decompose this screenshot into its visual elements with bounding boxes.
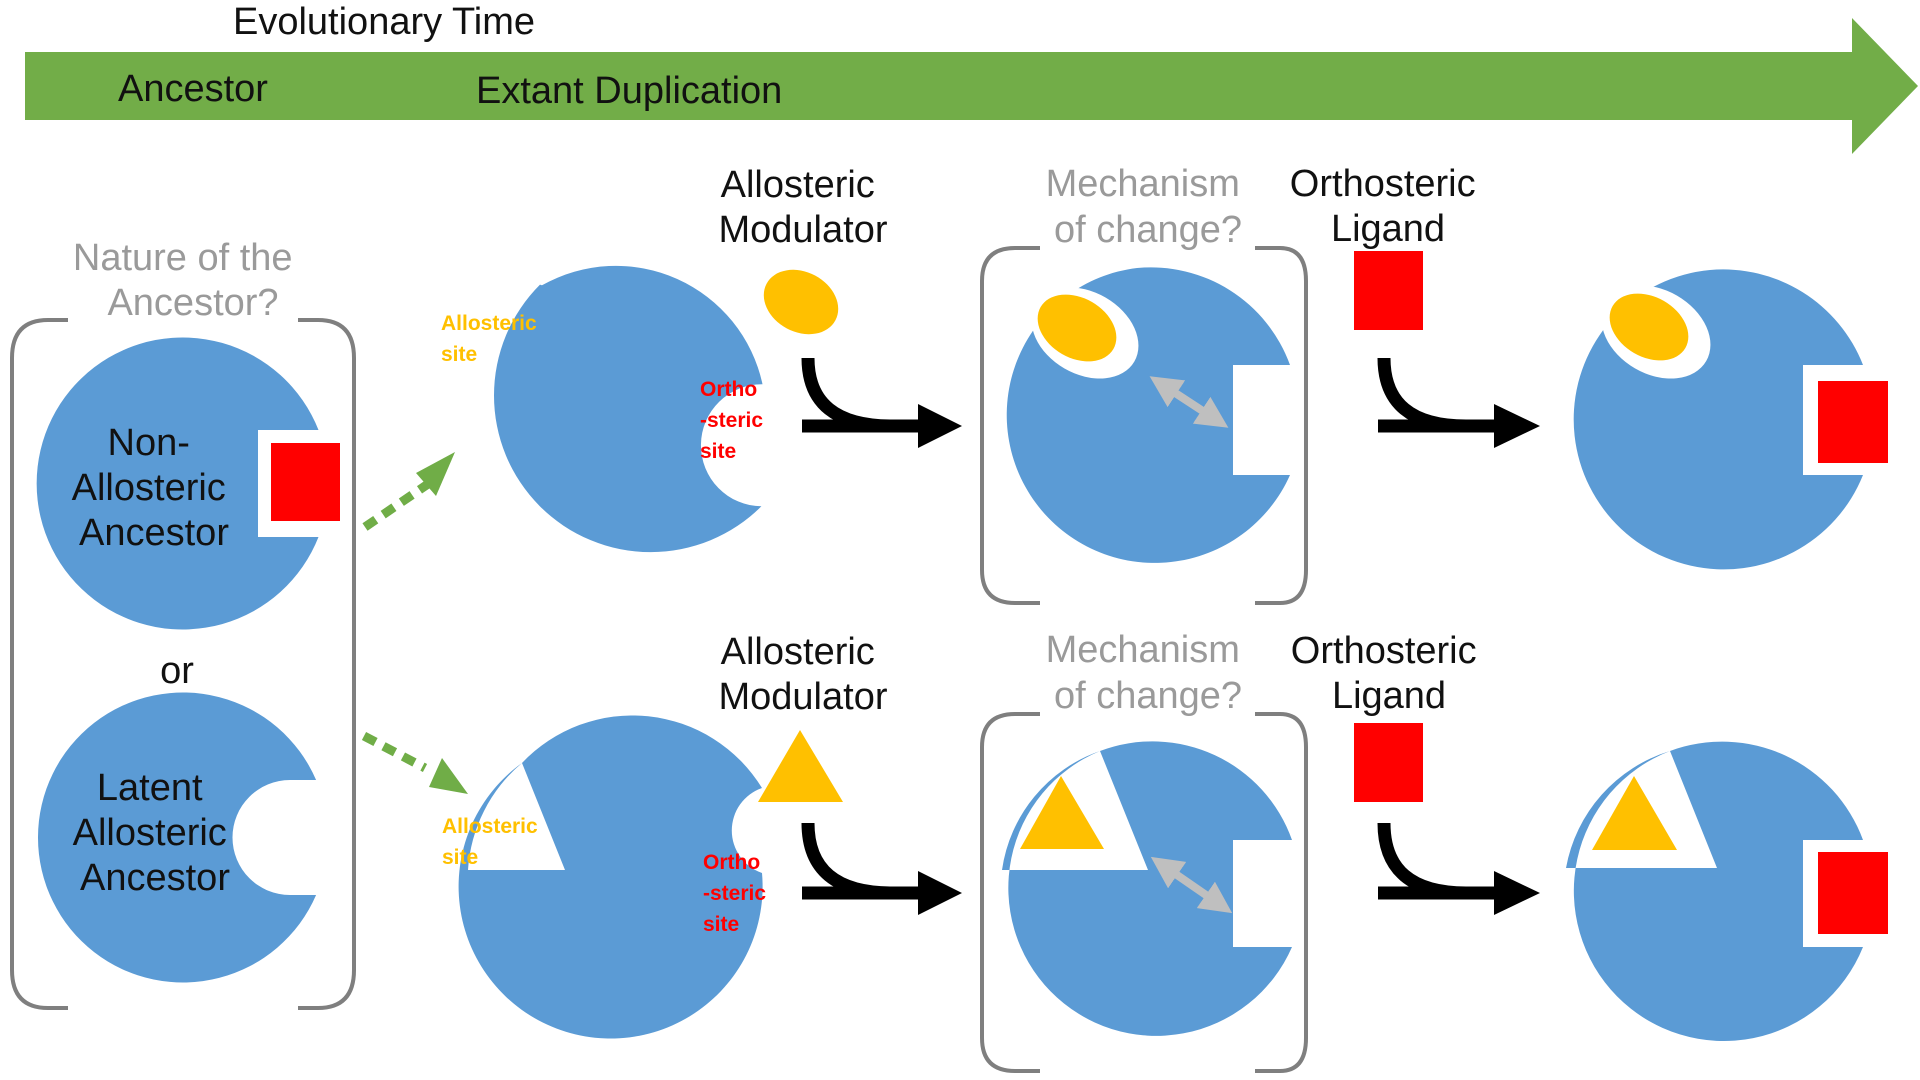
row-2: Allosteric site Ortho -steric site Allos… bbox=[442, 629, 1888, 1073]
row2-intermediate-protein bbox=[1002, 741, 1292, 1036]
row2-bound-modulator bbox=[1020, 776, 1104, 849]
row1-orthosteric-ligand bbox=[1354, 251, 1423, 330]
row1-modulator-label: Allosteric Modulator bbox=[719, 164, 888, 251]
row2-ligand-label: Orthosteric Ligand bbox=[1291, 630, 1487, 717]
row2-bracket-left bbox=[980, 712, 1040, 1073]
or-label: or bbox=[160, 650, 194, 692]
latent-allosteric-protein bbox=[37, 692, 317, 983]
row1-allosteric-site-label: Allosteric site bbox=[441, 312, 543, 366]
row2-allosteric-modulator bbox=[758, 730, 843, 802]
row1-orthosteric-site-label: Ortho -steric site bbox=[700, 378, 769, 463]
non-allosteric-protein bbox=[36, 337, 319, 630]
dotted-arrow-top bbox=[362, 452, 455, 531]
row1-allosteric-modulator bbox=[763, 269, 839, 335]
row2-final-complex bbox=[1566, 741, 1888, 1042]
stage-extant-label: Extant Duplication bbox=[476, 70, 782, 112]
non-allosteric-label: Non- Allosteric Ancestor bbox=[72, 422, 237, 554]
row2-modulator-label: Allosteric Modulator bbox=[719, 631, 888, 718]
row2-final-protein bbox=[1566, 741, 1863, 1042]
latent-allosteric-label: Latent Allosteric Ancestor bbox=[73, 767, 238, 899]
row1-final-ligand bbox=[1818, 381, 1888, 463]
row2-mechanism-label: Mechanism of change? bbox=[1046, 629, 1251, 717]
orthosteric-ligand-square bbox=[271, 443, 340, 521]
row2-final-modulator bbox=[1592, 776, 1677, 850]
timeline-arrow bbox=[25, 18, 1918, 154]
row1-mechanism-label: Mechanism of change? bbox=[1046, 163, 1251, 251]
row1-bracket-right bbox=[1255, 246, 1308, 605]
row1-bound-modulator bbox=[1037, 294, 1117, 362]
row1-binding-arrow-2 bbox=[1377, 357, 1540, 448]
row2-intermediate bbox=[1002, 741, 1292, 1036]
row2-allosteric-site-label: Allosteric site bbox=[442, 815, 544, 869]
row2-extant-protein-group: Allosteric site Ortho -steric site bbox=[442, 715, 772, 1039]
row1-intermediate bbox=[1006, 267, 1290, 563]
row1-final-modulator bbox=[1609, 293, 1689, 361]
row2-orthosteric-site-label: Ortho -steric site bbox=[703, 851, 772, 936]
row-1: Allosteric site Ortho -steric site Allos… bbox=[441, 163, 1888, 605]
stage-ancestor-label: Ancestor bbox=[118, 68, 268, 110]
timeline: Evolutionary Time Ancestor Extant Duplic… bbox=[25, 1, 1918, 154]
row1-conformational-arrow bbox=[1149, 376, 1229, 428]
row2-conformational-arrow bbox=[1150, 856, 1233, 914]
row1-extant-protein-group: Allosteric site Ortho -steric site bbox=[441, 265, 769, 553]
row1-bracket-left bbox=[980, 246, 1040, 605]
row2-bracket-right bbox=[1255, 712, 1308, 1073]
dotted-arrow-bottom bbox=[361, 732, 468, 794]
ancestor-panel: Nature of the Ancestor? Non- Allosteric … bbox=[10, 237, 356, 1010]
row1-final-complex bbox=[1573, 269, 1888, 570]
timeline-title: Evolutionary Time bbox=[233, 1, 535, 43]
row2-final-ligand bbox=[1818, 852, 1888, 934]
latent-allosteric-ancestor: Latent Allosteric Ancestor bbox=[37, 692, 317, 983]
bracket-right bbox=[298, 318, 356, 1010]
non-allosteric-ancestor: Non- Allosteric Ancestor bbox=[36, 337, 340, 630]
row1-extant-protein bbox=[494, 265, 763, 553]
row2-binding-arrow bbox=[801, 822, 962, 915]
row1-ligand-label: Orthosteric Ligand bbox=[1290, 163, 1486, 250]
row2-binding-arrow-2 bbox=[1377, 822, 1540, 915]
ancestor-question: Nature of the Ancestor? bbox=[73, 237, 303, 324]
row2-extant-protein bbox=[458, 715, 763, 1039]
bracket-left bbox=[10, 318, 68, 1010]
row2-orthosteric-ligand bbox=[1354, 723, 1423, 802]
row1-binding-arrow bbox=[801, 357, 962, 448]
